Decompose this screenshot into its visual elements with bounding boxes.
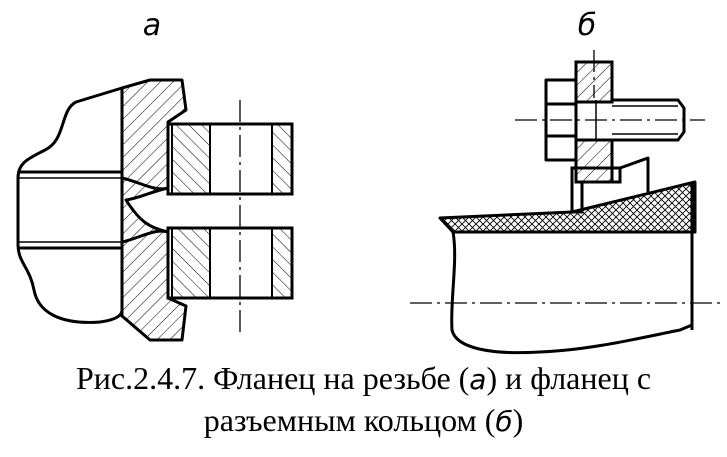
figure-caption: Рис.2.4.7. Фланец на резьбе (а) и фланец… [0,358,727,442]
caption-mark-a: а [469,363,487,396]
caption-mark-b: б [495,405,513,438]
pipe-a [16,86,124,324]
label-a: а [143,8,161,43]
pipe-b [450,231,694,355]
bolt-head-b [544,78,578,162]
drawing-a [16,78,294,342]
caption-line-2: разъемным кольцом (б) [203,402,524,438]
pipe-wall-b [438,180,697,234]
drawing-b [410,50,720,355]
bolt-shank-b [612,98,686,142]
flange-body-a [120,78,188,342]
caption-line-1: Рис.2.4.7. Фланец на резьбе (а) и фланец… [75,360,652,396]
label-b: б [578,8,597,43]
